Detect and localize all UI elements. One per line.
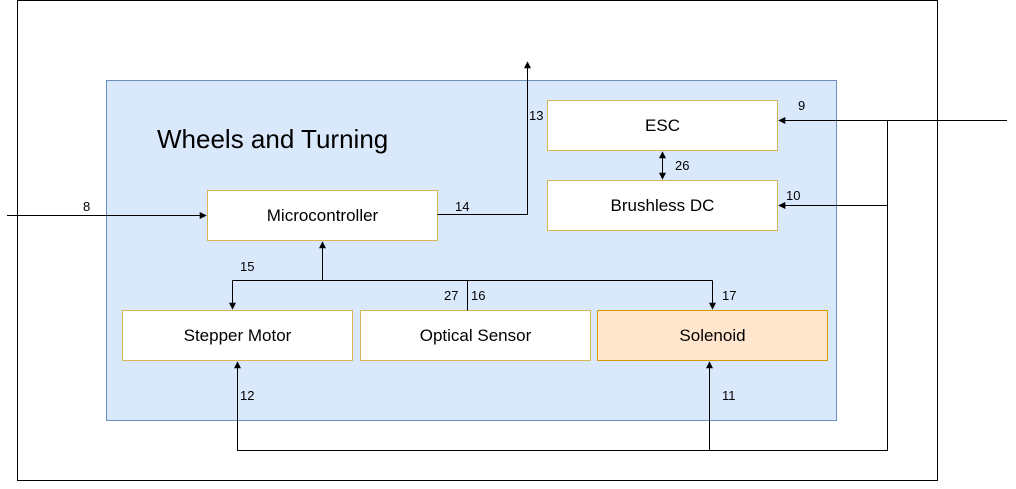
edge-label-12: 12	[240, 388, 254, 403]
edge-label-26: 26	[675, 158, 689, 173]
microcontroller-label: Microcontroller	[267, 206, 379, 225]
optical-sensor-node[interactable]: Optical Sensor	[360, 310, 591, 361]
edge-label-11: 11	[722, 388, 736, 403]
edge-label-9: 9	[798, 98, 805, 113]
brushless-dc-label: Brushless DC	[611, 196, 715, 215]
esc-node[interactable]: ESC	[547, 100, 778, 151]
edge-label-14: 14	[455, 199, 469, 214]
edge-label-17: 17	[722, 288, 736, 303]
group-title: Wheels and Turning	[157, 124, 388, 154]
microcontroller-node[interactable]: Microcontroller	[207, 190, 438, 241]
esc-label: ESC	[645, 116, 680, 135]
optical-sensor-label: Optical Sensor	[420, 326, 532, 345]
edge-label-8: 8	[83, 199, 90, 214]
edge-label-10: 10	[786, 188, 800, 203]
edge-label-15: 15	[240, 259, 254, 274]
wire-14-13	[437, 61, 531, 215]
edge-label-13: 13	[529, 108, 543, 123]
edge-label-27: 27	[444, 288, 458, 303]
wire-12	[234, 361, 710, 451]
edge-label-16: 16	[471, 288, 485, 303]
brushless-dc-node[interactable]: Brushless DC	[547, 180, 778, 231]
solenoid-label: Solenoid	[679, 326, 745, 345]
stepper-motor-node[interactable]: Stepper Motor	[122, 310, 353, 361]
solenoid-node[interactable]: Solenoid	[597, 310, 828, 361]
wire-right-trunk	[709, 120, 888, 451]
stepper-motor-label: Stepper Motor	[184, 326, 292, 345]
